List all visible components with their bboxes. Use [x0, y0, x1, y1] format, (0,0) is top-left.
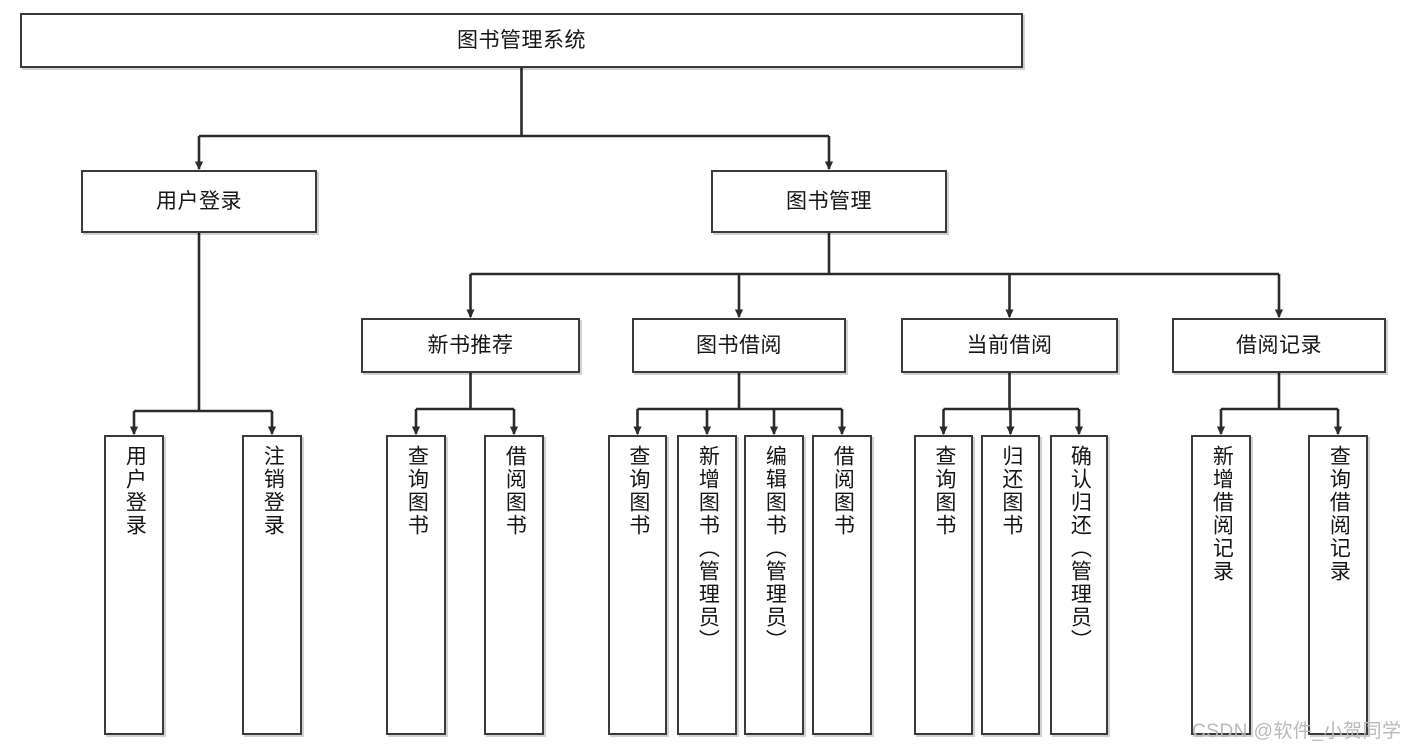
node-label: 注销登录	[261, 445, 285, 537]
node-label: 确认归还（管理员）	[1068, 445, 1092, 652]
node-label: 查询借阅记录	[1327, 445, 1351, 583]
node-newbook[interactable]: 新书推荐	[361, 318, 580, 373]
node-label: 新书推荐	[427, 333, 514, 357]
node-borrowrec[interactable]: 借阅记录	[1172, 318, 1386, 373]
node-leaf-nb-query[interactable]: 查询图书	[386, 435, 446, 735]
node-root[interactable]: 图书管理系统	[20, 13, 1023, 68]
node-label: 用户登录	[156, 189, 242, 213]
node-label: 图书管理	[786, 189, 872, 213]
node-login[interactable]: 用户登录	[81, 170, 317, 233]
node-leaf-bb-borrow[interactable]: 借阅图书	[812, 435, 872, 735]
node-leaf-nb-borrow[interactable]: 借阅图书	[484, 435, 544, 735]
node-leaf-bb-edit[interactable]: 编辑图书（管理员）	[744, 435, 804, 735]
node-label: 图书借阅	[696, 333, 782, 357]
node-leaf-user-logout[interactable]: 注销登录	[242, 435, 302, 735]
node-label: 查询图书	[405, 445, 429, 537]
node-leaf-br-add[interactable]: 新增借阅记录	[1191, 435, 1251, 735]
node-label: 查询图书	[626, 445, 650, 537]
node-label: 借阅图书	[503, 445, 527, 537]
node-label: 当前借阅	[966, 333, 1053, 357]
node-leaf-bb-query[interactable]: 查询图书	[608, 435, 667, 735]
node-label: 查询图书	[932, 445, 956, 537]
node-leaf-cb-confirm[interactable]: 确认归还（管理员）	[1050, 435, 1108, 735]
node-label: 用户登录	[123, 445, 147, 537]
node-leaf-user-login[interactable]: 用户登录	[104, 435, 164, 735]
node-borrowbook[interactable]: 图书借阅	[632, 318, 846, 373]
node-leaf-br-query[interactable]: 查询借阅记录	[1308, 435, 1368, 735]
node-label: 新增借阅记录	[1210, 445, 1234, 583]
node-label: 新增图书（管理员）	[696, 445, 720, 652]
node-leaf-bb-add[interactable]: 新增图书（管理员）	[677, 435, 737, 735]
node-label: 图书管理系统	[457, 28, 586, 52]
node-label: 编辑图书（管理员）	[763, 445, 787, 652]
node-label: 借阅记录	[1236, 333, 1322, 357]
node-label: 归还图书	[999, 445, 1023, 537]
edge-group	[129, 68, 1343, 436]
node-leaf-cb-return[interactable]: 归还图书	[981, 435, 1040, 735]
node-label: 借阅图书	[831, 445, 855, 537]
node-leaf-cb-query[interactable]: 查询图书	[914, 435, 973, 735]
node-bookmgmt[interactable]: 图书管理	[711, 170, 947, 233]
node-currborrow[interactable]: 当前借阅	[901, 318, 1118, 373]
